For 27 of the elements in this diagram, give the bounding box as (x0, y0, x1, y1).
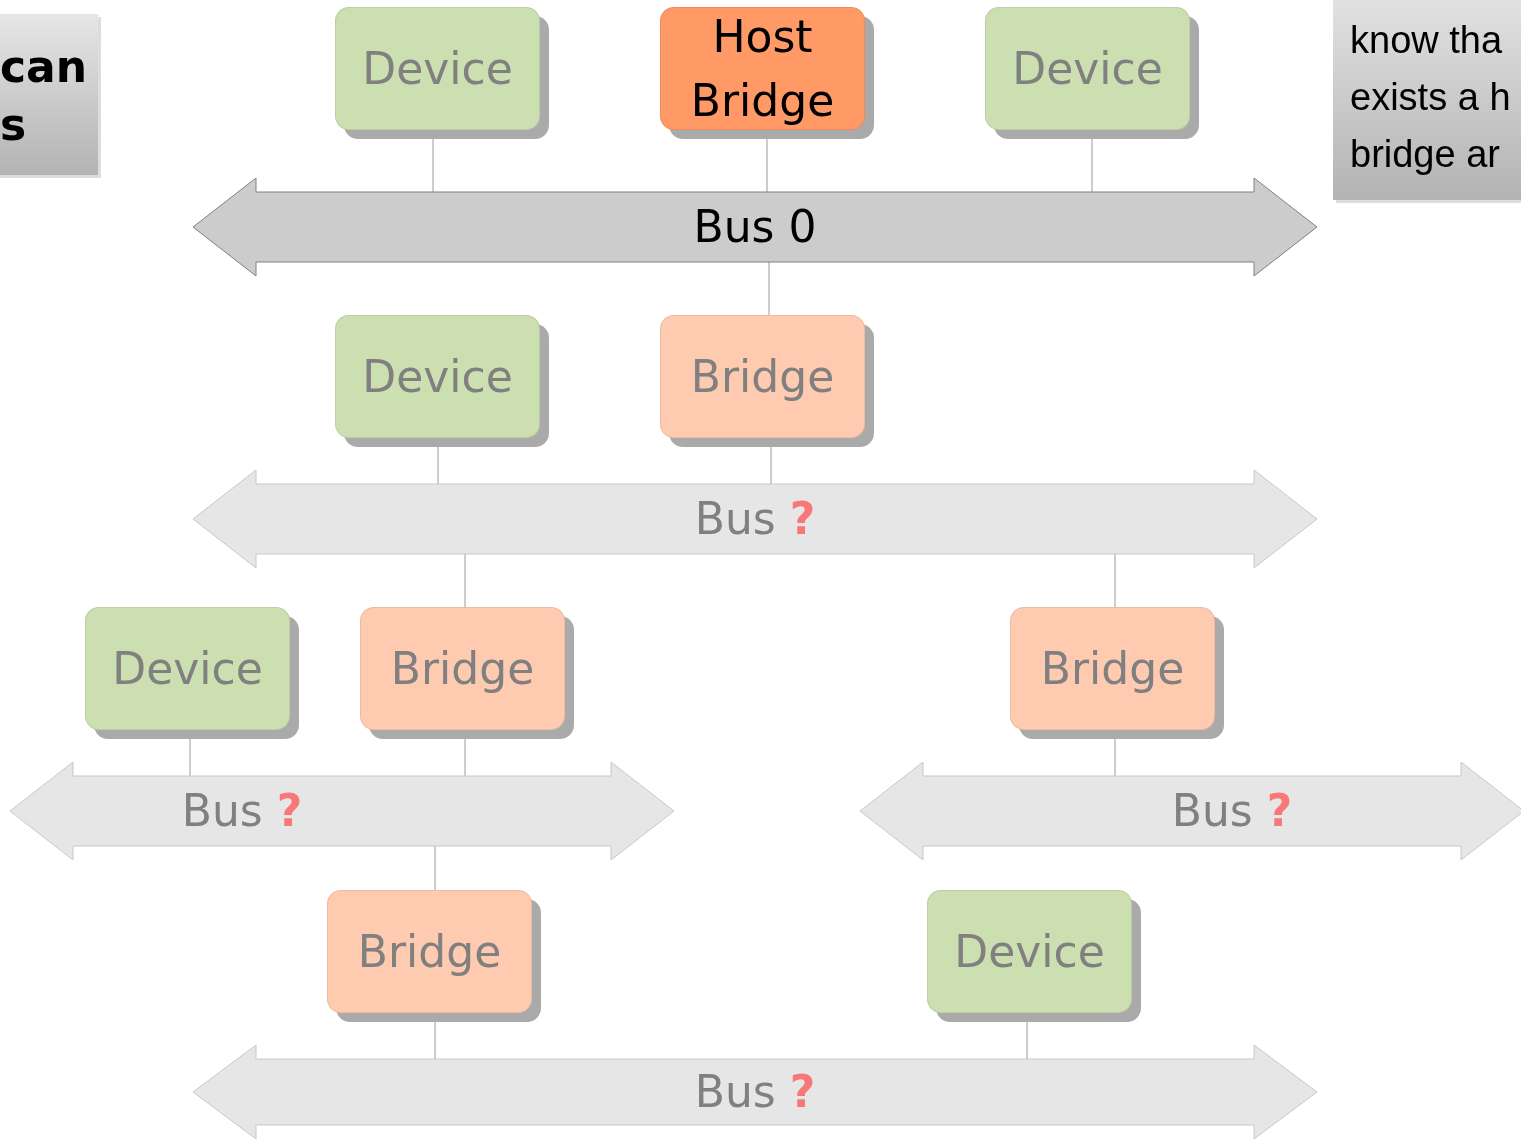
box-label: Device (954, 924, 1105, 979)
connector-line (464, 553, 466, 608)
unknown-number-mark: ? (789, 492, 816, 546)
connector-line (768, 261, 770, 316)
note-box (0, 14, 98, 175)
box-label: Device (1012, 41, 1163, 96)
box-label: Bridge (390, 641, 535, 696)
unknown-number-mark: ? (789, 1065, 816, 1119)
note-text: can s (0, 40, 89, 152)
note-text: know tha exists a h bridge ar (1350, 18, 1512, 177)
unknown-number-mark: ? (1266, 784, 1293, 838)
bus-label: Bus (694, 1065, 776, 1119)
bus-label: Bus 0 (693, 200, 817, 254)
box-label: Device (362, 41, 513, 96)
box-label: Device (112, 641, 263, 696)
note-box (1333, 0, 1521, 200)
connector-line (434, 845, 436, 891)
box-label: Host Bridge (689, 9, 836, 128)
box-label: Bridge (690, 349, 835, 404)
unknown-number-mark: ? (276, 784, 303, 838)
bus-label: Bus (1171, 784, 1253, 838)
box-label: Bridge (1040, 641, 1185, 696)
bus-label: Bus (694, 492, 776, 546)
box-label: Bridge (357, 924, 502, 979)
box-label: Device (362, 349, 513, 404)
bus-label: Bus (181, 784, 263, 838)
connector-line (1114, 553, 1116, 608)
